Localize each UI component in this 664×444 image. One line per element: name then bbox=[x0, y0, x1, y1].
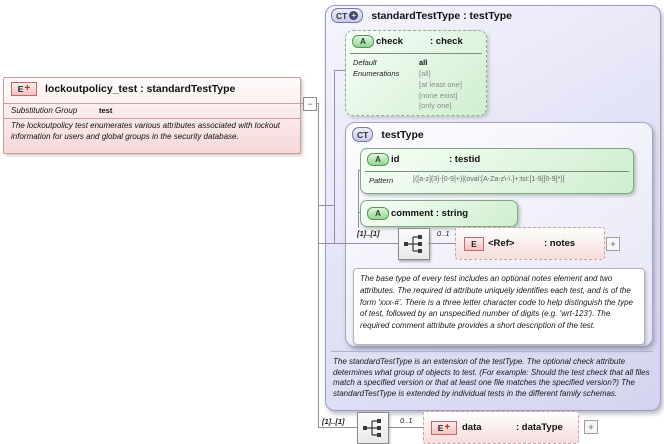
connector-line bbox=[358, 170, 360, 171]
standardtesttype-annotation: The standardTestType is an extension of … bbox=[333, 357, 650, 398]
element-title: lockoutpolicy_test : standardTestType bbox=[45, 83, 236, 95]
standardtesttype-title: standardTestType : testType bbox=[371, 9, 512, 22]
collapse-toggle[interactable]: − bbox=[303, 97, 317, 111]
check-attribute-name: check bbox=[376, 36, 403, 47]
sequence-cardinality: [1]..[1] bbox=[322, 417, 345, 426]
plus-glyph: + bbox=[349, 11, 359, 20]
check-attribute-box[interactable]: A check : check Default all Enumerations… bbox=[345, 30, 487, 116]
substitution-group-value: test bbox=[99, 106, 113, 115]
data-element-type: : dataType bbox=[516, 422, 563, 433]
testtype-title-row: CT testType bbox=[352, 127, 424, 142]
connector-line bbox=[319, 427, 357, 428]
connector-line bbox=[319, 205, 334, 206]
notes-element-type: : notes bbox=[544, 238, 576, 249]
connector-line bbox=[334, 70, 335, 243]
divider bbox=[350, 53, 482, 54]
divider bbox=[4, 118, 300, 119]
enumeration-value: [none exist] bbox=[419, 90, 458, 100]
connector-line bbox=[358, 212, 360, 213]
testtype-title: testType bbox=[381, 128, 424, 141]
connector-line bbox=[319, 243, 398, 244]
check-attribute-type: : check bbox=[430, 36, 463, 47]
notes-cardinality: 0..1 bbox=[437, 229, 450, 238]
data-element-box[interactable]: E + data : dataType bbox=[423, 411, 579, 444]
connector-line bbox=[315, 103, 319, 104]
default-value: all bbox=[419, 58, 428, 67]
attribute-icon: A bbox=[367, 207, 389, 220]
data-element-name: data bbox=[462, 422, 482, 433]
element-title-row: E + lockoutpolicy_test : standardTestTyp… bbox=[11, 82, 235, 96]
expand-data-button[interactable]: + bbox=[584, 420, 598, 434]
connector-line bbox=[387, 427, 423, 428]
standardtesttype-title-row: CT + standardTestType : testType bbox=[331, 8, 512, 23]
id-attribute-name: id bbox=[391, 154, 400, 165]
pattern-label: Pattern bbox=[369, 176, 394, 185]
notes-element-box[interactable]: E <Ref> : notes bbox=[455, 227, 605, 260]
element-annotation: The lockoutpolicy test enumerates variou… bbox=[11, 121, 281, 141]
attribute-icon: A bbox=[367, 153, 389, 166]
enumeration-value: [only one] bbox=[419, 101, 452, 111]
element-plus-icon: E + bbox=[11, 82, 37, 96]
connector-line bbox=[318, 103, 319, 428]
comment-attribute-box[interactable]: A comment : string bbox=[360, 200, 518, 227]
element-plus-icon: E + bbox=[431, 421, 457, 435]
data-cardinality: 0..1 bbox=[400, 416, 413, 425]
connector-line bbox=[358, 170, 359, 228]
id-attribute-box[interactable]: A id : testid Pattern [([a-z]{3}-[0-9]+)… bbox=[360, 148, 634, 194]
divider bbox=[4, 103, 300, 104]
ct-label: CT bbox=[336, 10, 348, 21]
expand-notes-button[interactable]: + bbox=[606, 237, 620, 251]
complex-type-plus-icon: CT + bbox=[331, 8, 364, 23]
sequence-icon[interactable] bbox=[357, 412, 389, 444]
element-icon: E bbox=[464, 237, 484, 251]
pattern-value: [([a-z]{3}-[0-9]+)|(oval:[A-Za-z\-\.]+:t… bbox=[413, 176, 565, 183]
comment-attribute-name: comment : string bbox=[391, 208, 469, 219]
notes-element-name: <Ref> bbox=[488, 238, 515, 249]
enumerations-label: Enumerations bbox=[353, 69, 400, 78]
enumeration-value: [at least one] bbox=[419, 79, 462, 89]
testtype-annotation: The base type of every test includes an … bbox=[353, 268, 645, 345]
sequence-cardinality: [1]..[1] bbox=[357, 229, 380, 238]
divider bbox=[365, 171, 629, 172]
attribute-icon: A bbox=[352, 35, 374, 48]
connector-line bbox=[335, 70, 345, 71]
connector-line bbox=[300, 103, 303, 104]
connector-line bbox=[428, 243, 455, 244]
id-attribute-type: : testid bbox=[449, 154, 481, 165]
substitution-group-label: Substitution Group bbox=[11, 106, 78, 115]
enumerations-list: [all] [at least one] [none exist] [only … bbox=[419, 69, 462, 112]
enumeration-value: [all] bbox=[419, 69, 431, 78]
divider bbox=[331, 351, 653, 352]
lockoutpolicy-test-element-box[interactable]: E + lockoutpolicy_test : standardTestTyp… bbox=[3, 77, 301, 154]
sequence-icon[interactable] bbox=[398, 228, 430, 260]
complex-type-icon: CT bbox=[352, 127, 374, 142]
default-label: Default bbox=[353, 58, 377, 67]
